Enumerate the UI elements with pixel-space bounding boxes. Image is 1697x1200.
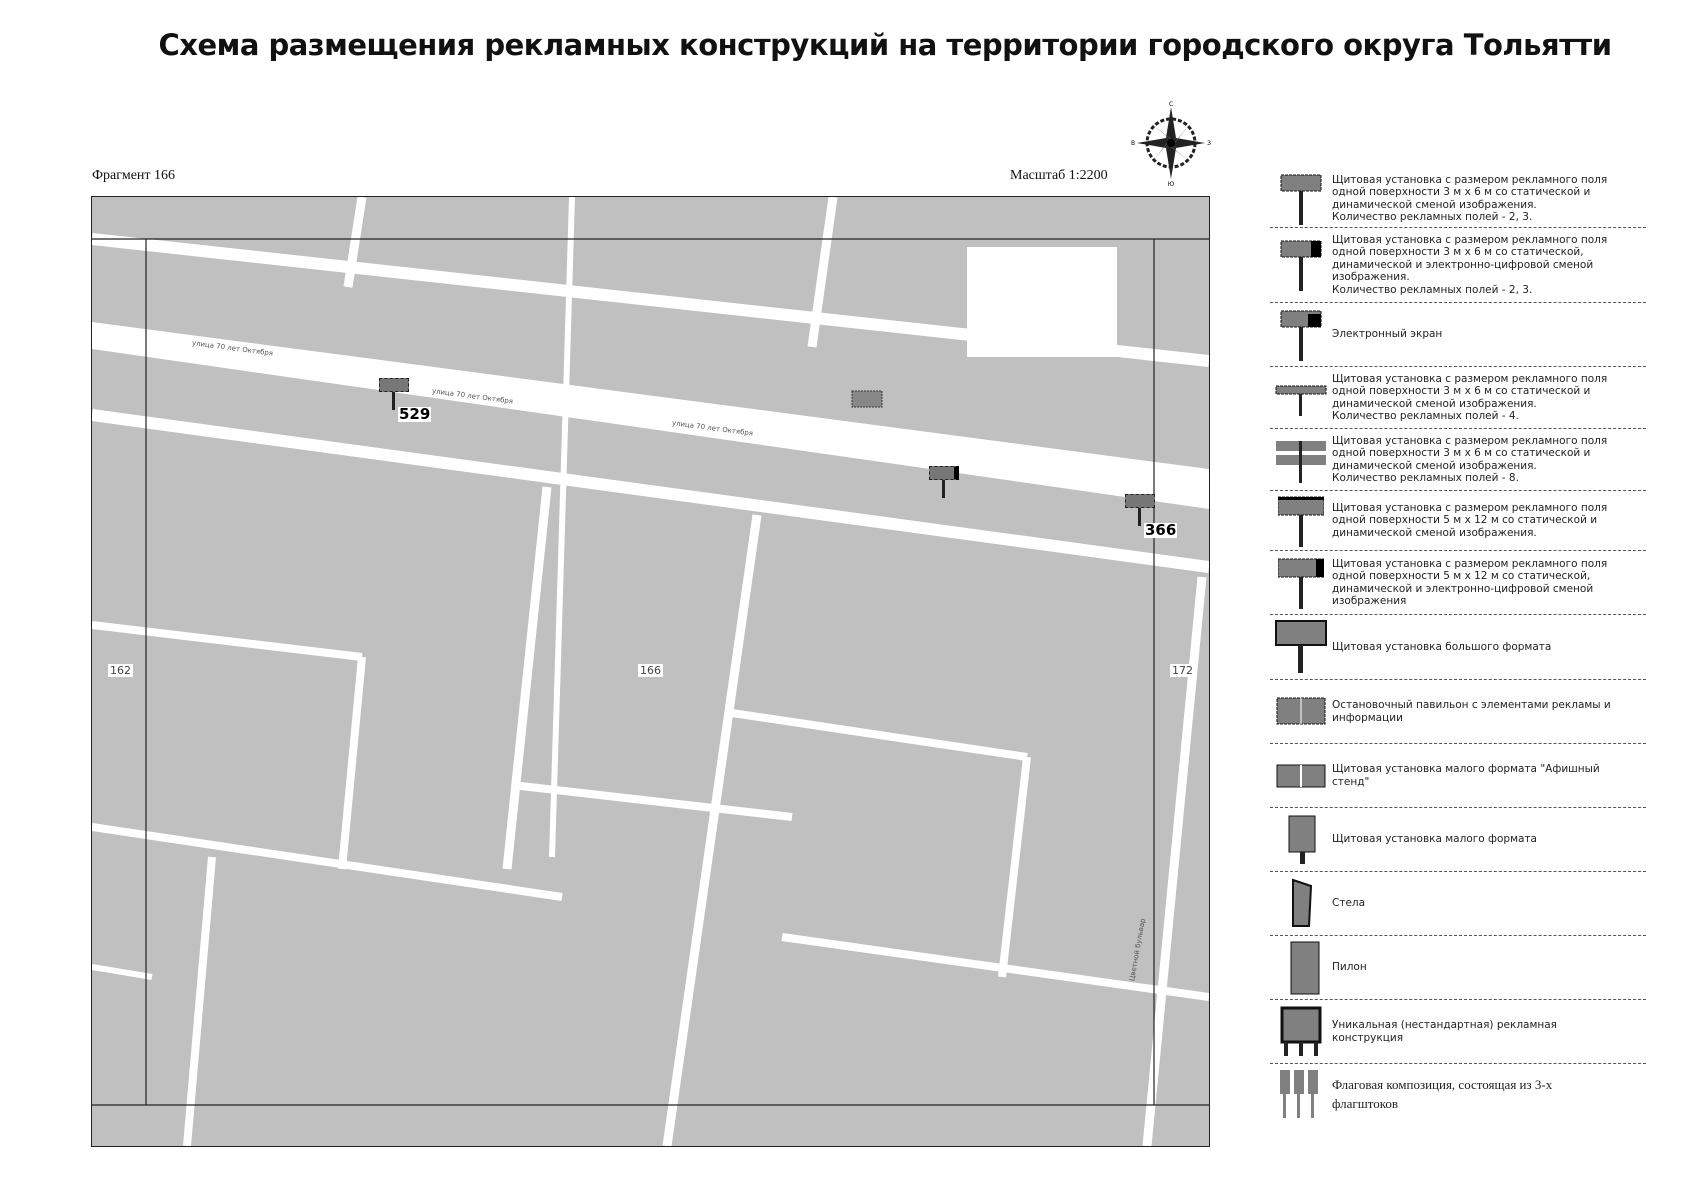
legend-text: Остановочный павильон с элементами рекла… (1332, 699, 1611, 724)
quarter-label: 166 (638, 664, 663, 677)
compass-w: В (1131, 140, 1135, 147)
legend-text: Флаговая композиция, состоящая из 3-х фл… (1332, 1077, 1553, 1111)
billboard-3x6-icon[interactable] (379, 378, 409, 410)
billboard-4-fields-icon (1270, 378, 1332, 418)
legend-text: Электронный экран (1332, 328, 1443, 341)
legend-item: Щитовая установка с размером рекламного … (1270, 228, 1646, 303)
legend: Щитовая установка с размером рекламного … (1270, 170, 1646, 1124)
flag-composition-icon (1270, 1068, 1332, 1120)
page-title: Схема размещения рекламных конструкций н… (158, 28, 1612, 62)
map-roads (92, 197, 1209, 1146)
compass-e: З (1207, 140, 1211, 147)
billboard-8-fields-icon (1270, 435, 1332, 485)
legend-item: Остановочный павильон с элементами рекла… (1270, 680, 1646, 744)
legend-item: Щитовая установка с размером рекламного … (1270, 551, 1646, 615)
unique-construction-icon (1270, 1006, 1332, 1058)
legend-text: Щитовая установка малого формата "Афишны… (1332, 763, 1600, 788)
pylon-icon (1270, 940, 1332, 996)
compass-n: С (1169, 101, 1173, 108)
legend-item: Щитовая установка большого формата (1270, 615, 1646, 680)
legend-text: Щитовая установка с размером рекламного … (1332, 501, 1608, 539)
map-fragment[interactable]: улица 70 лет Октября улица 70 лет Октябр… (91, 196, 1210, 1147)
marker-number: 529 (398, 405, 432, 423)
large-billboard-icon (1270, 619, 1332, 675)
billboard-3x6-digital-icon[interactable] (929, 466, 959, 498)
billboard-5x12-icon (1270, 493, 1332, 549)
legend-item: Щитовая установка с размером рекламного … (1270, 170, 1646, 228)
billboard-5x12-digital-icon (1270, 555, 1332, 611)
marker-number: 366 (1144, 521, 1178, 539)
legend-text: Щитовая установка с размером рекламного … (1332, 173, 1608, 224)
legend-item: Щитовая установка с размером рекламного … (1270, 367, 1646, 429)
poster-stand-icon (1270, 761, 1332, 791)
compass-rose-icon: С Ю В З (1131, 101, 1211, 186)
legend-item: Стела (1270, 872, 1646, 936)
legend-item: Щитовая установка с размером рекламного … (1270, 429, 1646, 491)
legend-text: Пилон (1332, 961, 1367, 974)
bus-stop-pavilion-icon (851, 390, 883, 408)
legend-item: Щитовая установка малого формата "Афишны… (1270, 744, 1646, 808)
bus-stop-pavilion-icon (1270, 694, 1332, 730)
stele-icon (1270, 878, 1332, 930)
legend-item: Уникальная (нестандартная) рекламная кон… (1270, 1000, 1646, 1064)
legend-item: Флаговая композиция, состоящая из 3-х фл… (1270, 1064, 1646, 1124)
electronic-screen-icon (1270, 307, 1332, 363)
scale-label: Масштаб 1:2200 (1010, 168, 1108, 183)
legend-text: Щитовая установка с размером рекламного … (1332, 434, 1608, 485)
billboard-3x6-digital-icon (1270, 237, 1332, 293)
legend-text: Щитовая установка с размером рекламного … (1332, 233, 1608, 296)
legend-text: Щитовая установка с размером рекламного … (1332, 557, 1608, 608)
fragment-label: Фрагмент 166 (92, 168, 176, 183)
compass-s: Ю (1168, 181, 1175, 186)
legend-text: Щитовая установка с размером рекламного … (1332, 372, 1608, 423)
quarter-label: 172 (1170, 664, 1195, 677)
billboard-3x6-icon[interactable] (1125, 494, 1155, 526)
legend-item: Электронный экран (1270, 303, 1646, 367)
quarter-label: 162 (108, 664, 133, 677)
legend-item: Пилон (1270, 936, 1646, 1000)
billboard-3x6-icon (1270, 171, 1332, 227)
legend-text: Стела (1332, 897, 1366, 910)
legend-text: Щитовая установка малого формата (1332, 833, 1537, 846)
small-billboard-icon (1270, 814, 1332, 866)
legend-item: Щитовая установка малого формата (1270, 808, 1646, 872)
legend-text: Уникальная (нестандартная) рекламная кон… (1332, 1019, 1558, 1044)
legend-item: Щитовая установка с размером рекламного … (1270, 491, 1646, 551)
legend-text: Щитовая установка большого формата (1332, 640, 1552, 653)
